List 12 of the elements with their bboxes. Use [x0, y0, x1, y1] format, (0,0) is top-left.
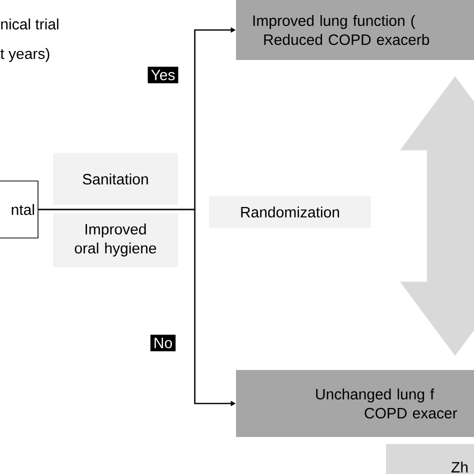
text-box: Zh — [386, 444, 474, 474]
text-box: Randomization — [209, 196, 371, 228]
edge-label: Yes — [148, 66, 178, 84]
outcome-box: Unchanged lung f COPD exacer — [236, 370, 474, 437]
double-arrow — [400, 76, 474, 356]
text-box: Sanitation — [53, 153, 178, 205]
edge-label: No — [150, 334, 176, 352]
outcome-box: Improved lung function ( Reduced COPD exacerb — [236, 0, 474, 60]
process-box: ntal — [0, 180, 38, 238]
title-text: t years) — [0, 48, 50, 62]
title-text: nical trial — [1, 18, 58, 30]
text-box: Improved oral hygiene — [53, 213, 178, 267]
